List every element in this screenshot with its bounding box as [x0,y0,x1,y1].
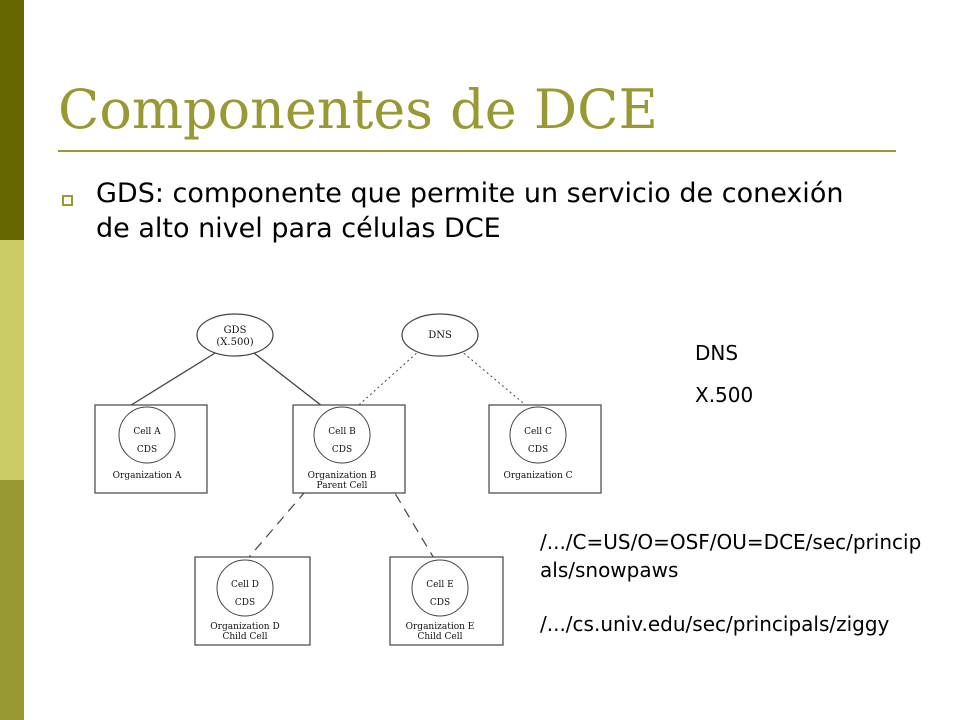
bullet-text: GDS: componente que permite un servicio … [96,178,844,244]
label-dns: DNS [695,341,739,365]
sidebar-segment-top [0,0,24,240]
cell-d-name: Cell D [231,580,259,590]
cell-b-cds: CDS [332,445,352,455]
path-example-dns: /.../cs.univ.edu/sec/principals/ziggy [540,612,890,636]
cell-c-cds: CDS [528,445,548,455]
cell-e-cds: CDS [430,598,450,608]
cell-d: Cell D CDS Organization D Child Cell [194,556,311,646]
cell-d-cds: CDS [235,598,255,608]
cell-b-org2: Parent Cell [317,481,368,491]
gds-line2: (X.500) [216,337,253,348]
sidebar-segment-middle [0,240,24,480]
connector-dns-cell-b [349,349,421,414]
cell-c: Cell C CDS Organization C [488,404,602,494]
cell-b: Cell B CDS Organization B Parent Cell [292,404,406,494]
cell-b-name: Cell B [328,427,356,437]
cell-e-org2: Child Cell [417,632,462,642]
cell-c-name: Cell C [524,427,552,437]
label-x500: X.500 [695,383,754,407]
cell-e: Cell E CDS Organization E Child Cell [389,556,504,646]
slide-title: Componentes de DCE [58,78,658,141]
cell-d-org: Organization D [210,622,279,632]
dce-naming-diagram: GDS (X.500) DNS Cell A CDS Organization … [94,313,602,646]
title-rule [58,150,896,152]
cell-a-name: Cell A [133,427,161,437]
cell-a-cds: CDS [137,445,157,455]
connector-gds-cell-a [127,349,221,408]
path-example-x500: /.../C=US/O=OSF/OU=DCE/sec/principals/sn… [540,530,922,582]
sidebar-stripe [0,0,24,720]
dns-node-label: DNS [428,330,452,341]
cell-c-org: Organization C [503,471,572,481]
node-gds: GDS (X.500) [196,313,274,357]
cell-e-org: Organization E [406,622,475,632]
gds-line1: GDS [224,325,247,336]
cell-a-org: Organization A [113,471,182,481]
cell-b-org: Organization B [308,471,377,481]
node-dns: DNS [401,313,479,357]
connector-dns-cell-c [459,349,536,414]
bullet-square-icon [62,195,73,206]
cell-e-name: Cell E [426,580,453,590]
cell-a: Cell A CDS Organization A [94,404,208,494]
sidebar-segment-bottom [0,480,24,720]
cell-d-org2: Child Cell [222,632,267,642]
